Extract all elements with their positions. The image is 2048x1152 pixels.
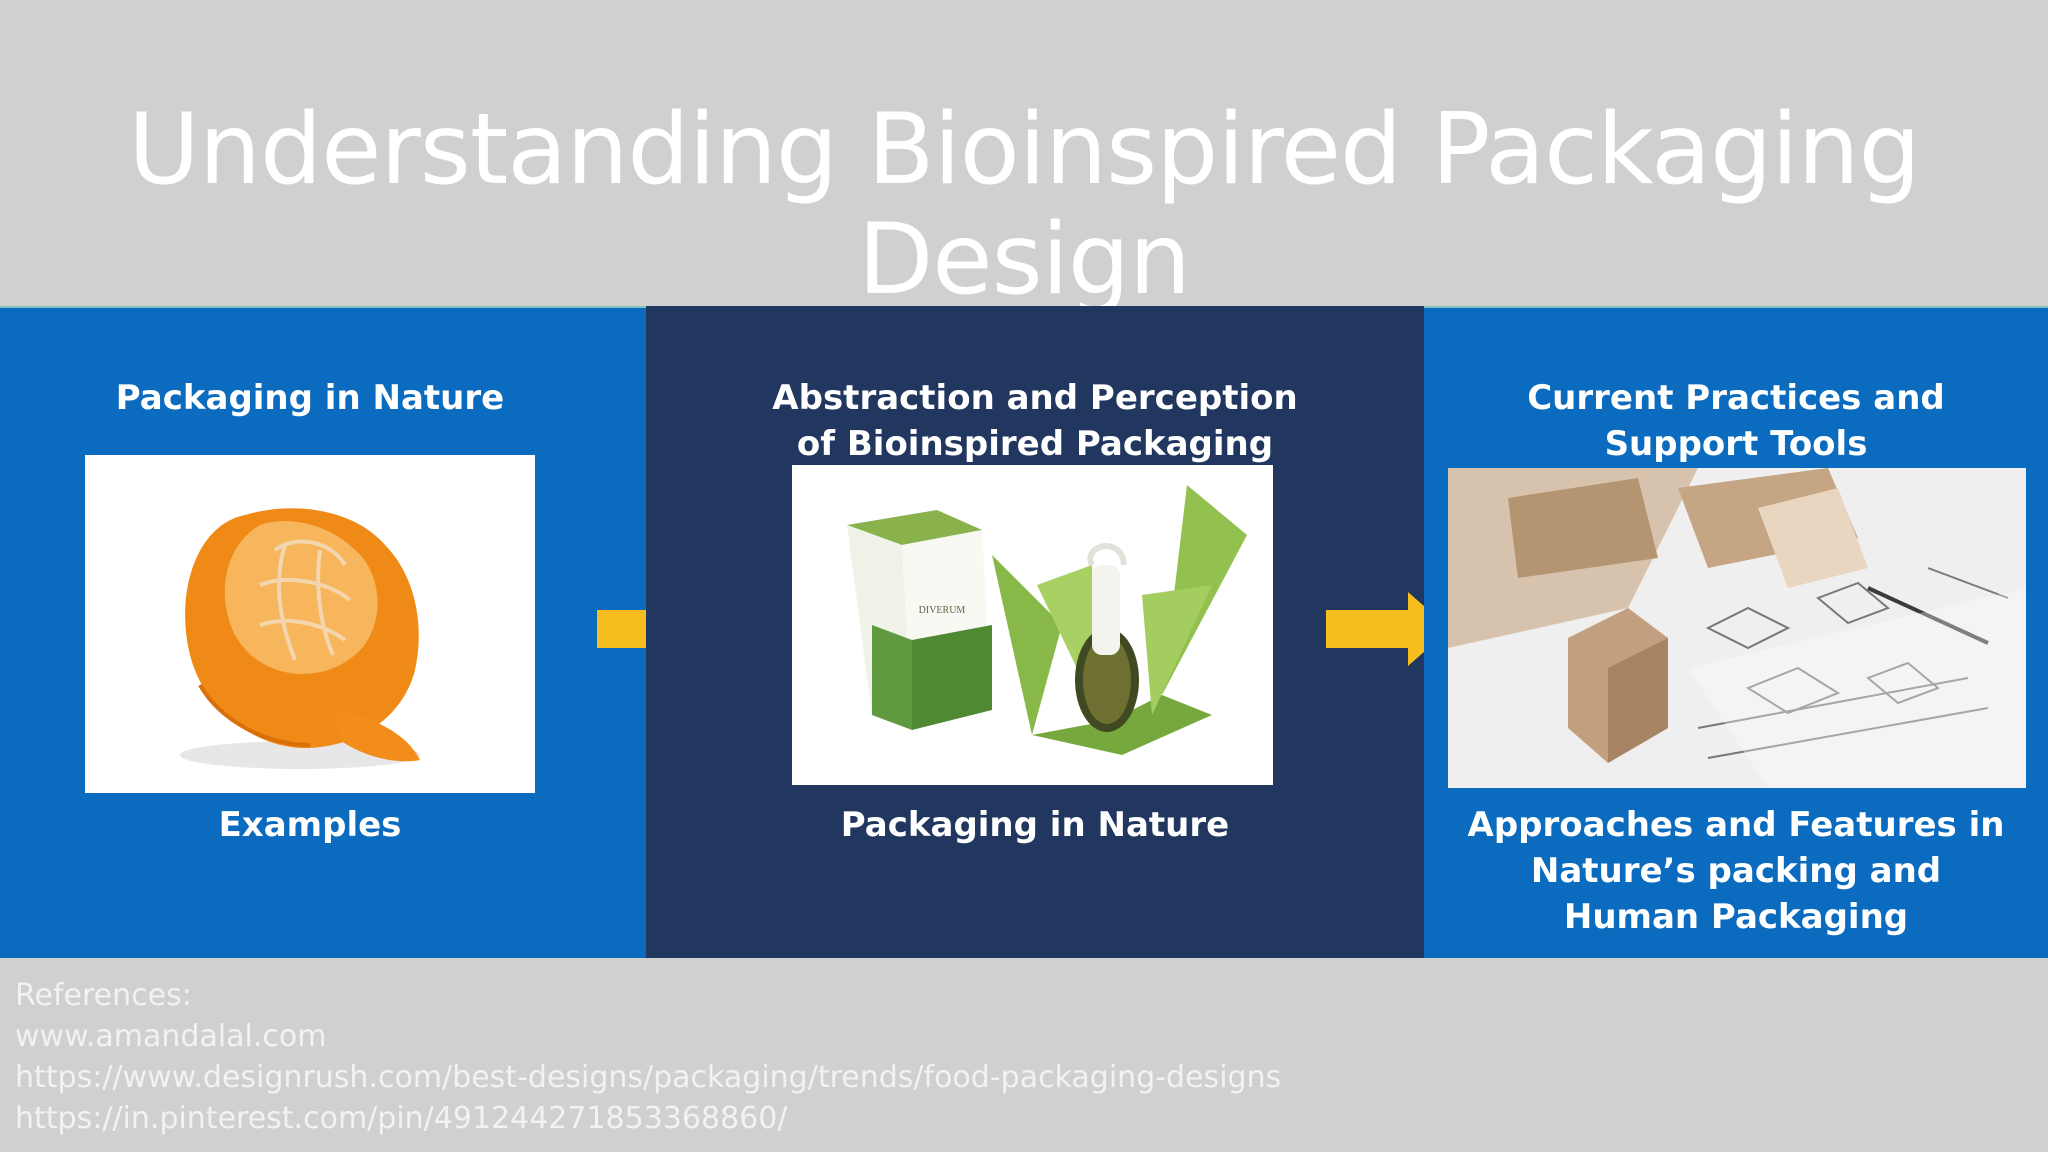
panel2-brand-text: DIVERUM — [919, 605, 966, 616]
slide-title: Understanding Bioinspired Packaging Desi… — [128, 93, 1921, 317]
references: References: www.amandalal.com https://ww… — [15, 975, 1281, 1139]
panel1-heading: Packaging in Nature — [115, 378, 505, 418]
panel3-caption-line3: Human Packaging — [1563, 897, 1909, 937]
panel3-caption-line1: Approaches and Features in — [1467, 805, 2005, 845]
panel3-heading-line2: Support Tools — [1604, 424, 1868, 464]
panel3-caption-line2: Nature’s packing and — [1530, 851, 1942, 891]
panel1-caption: Examples — [218, 805, 402, 845]
panel2-image-bottle-packaging: DIVERUM — [792, 465, 1273, 785]
panel3-heading-line1: Current Practices and — [1527, 378, 1945, 418]
references-label: References: — [15, 978, 192, 1013]
reference-link-1[interactable]: www.amandalal.com — [15, 1019, 327, 1054]
reference-link-3[interactable]: https://in.pinterest.com/pin/49124427185… — [15, 1101, 788, 1136]
panel1-image-mandarin — [85, 455, 535, 793]
panel2-heading-line1: Abstraction and Perception — [772, 378, 1298, 418]
panel3-image-box-sketches — [1448, 468, 2026, 788]
right-arrow-icon — [1326, 592, 1450, 666]
reference-link-2[interactable]: https://www.designrush.com/best-designs/… — [15, 1060, 1282, 1095]
panel2-heading-line2: of Bioinspired Packaging — [796, 424, 1274, 464]
panel2-caption: Packaging in Nature — [840, 805, 1230, 845]
